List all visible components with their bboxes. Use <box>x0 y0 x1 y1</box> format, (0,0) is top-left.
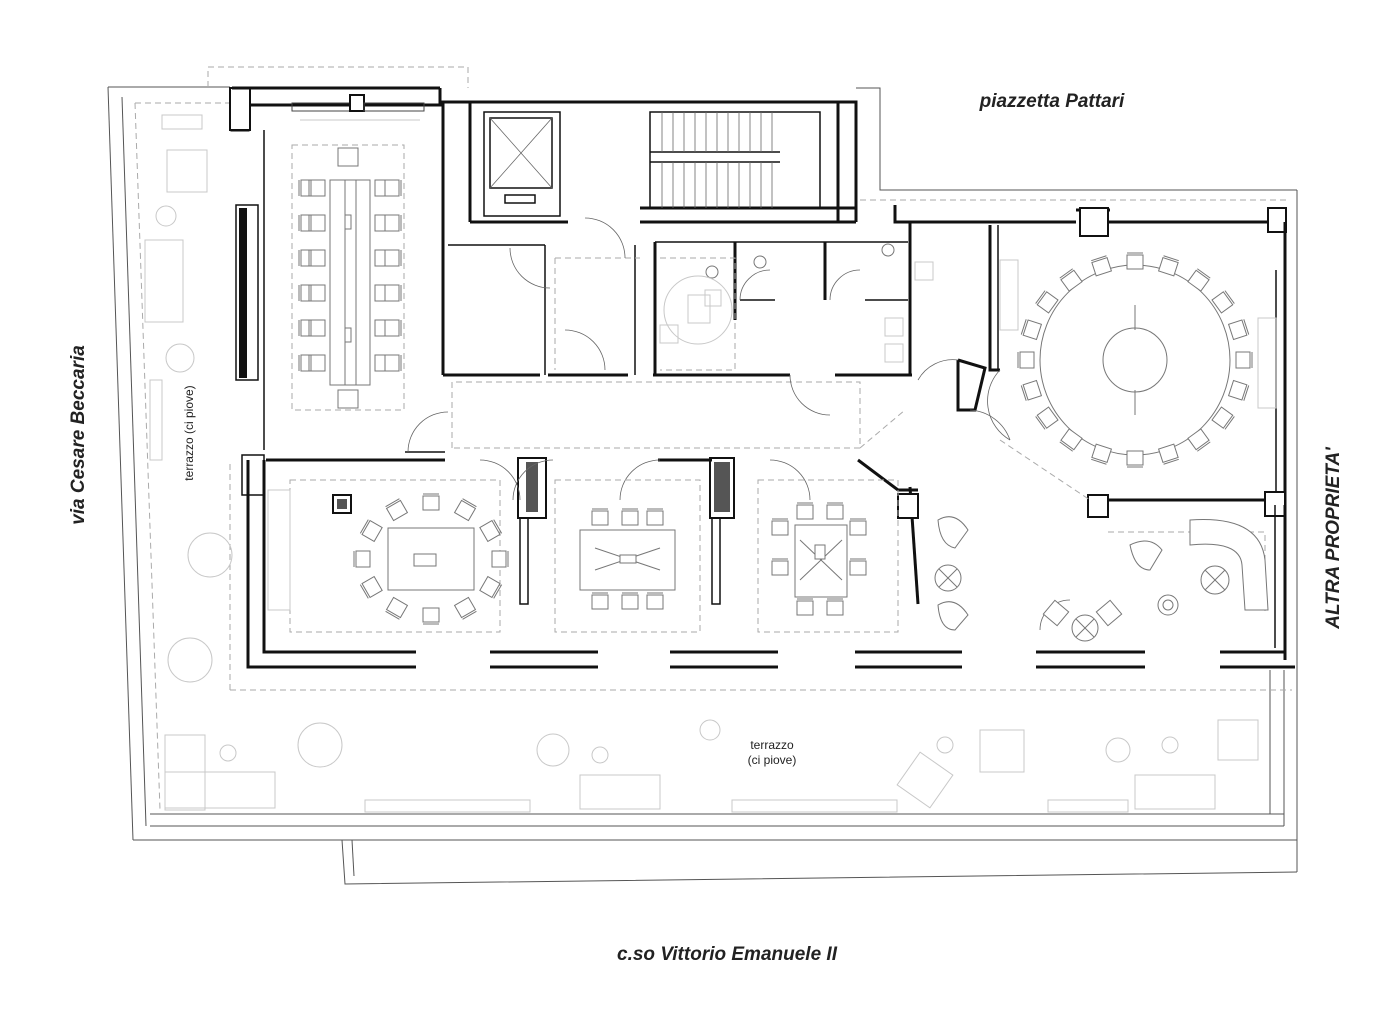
chair <box>1020 379 1043 401</box>
chair <box>771 518 789 536</box>
chair <box>591 592 609 610</box>
chair <box>1227 319 1250 341</box>
chair <box>308 179 326 197</box>
chair <box>1157 443 1179 465</box>
chair <box>796 502 814 520</box>
chair <box>384 284 402 302</box>
chair <box>1235 351 1253 369</box>
chair <box>384 179 402 197</box>
east-conference-room <box>884 259 1277 456</box>
chair <box>1059 268 1083 292</box>
chair <box>771 558 789 576</box>
chair <box>1187 428 1211 452</box>
chair <box>826 598 844 616</box>
west-terrace-furniture <box>144 114 233 683</box>
north-windows <box>291 94 425 121</box>
chair <box>826 502 844 520</box>
street-label-east: ALTRA PROPRIETA' <box>1323 446 1344 630</box>
chair <box>353 550 371 568</box>
chair <box>849 558 867 576</box>
office-3 <box>757 479 899 633</box>
chair <box>849 518 867 536</box>
chair <box>308 354 326 372</box>
office-2-chairs <box>591 508 664 610</box>
elevator <box>489 117 553 204</box>
staircase <box>649 111 821 209</box>
chair <box>491 550 509 568</box>
south-terrace-furniture <box>164 719 1259 813</box>
chair <box>308 214 326 232</box>
doors <box>407 217 1071 631</box>
chair <box>422 607 440 625</box>
chair <box>1126 252 1144 270</box>
chair <box>479 575 503 599</box>
chair <box>1035 290 1059 314</box>
chair <box>646 592 664 610</box>
chair <box>796 598 814 616</box>
terrace-label-south-line2: (ci piove) <box>748 753 797 767</box>
street-label-south: c.so Vittorio Emanuele II <box>617 944 838 965</box>
terrace-label-west: terrazzo (ci piove) <box>182 385 196 480</box>
round-table-chairs <box>353 493 509 625</box>
chair <box>1091 443 1113 465</box>
roof-overhang-lines <box>134 66 1292 811</box>
office-3-chairs <box>771 502 867 616</box>
street-label-north: piazzetta Pattari <box>979 91 1125 112</box>
west-meeting-room <box>291 144 405 411</box>
west-meeting-chairs <box>298 179 402 372</box>
chair <box>1059 428 1083 452</box>
chair <box>1157 255 1179 277</box>
chair <box>308 319 326 337</box>
east-conference-chairs <box>1017 252 1253 468</box>
chair <box>385 596 409 620</box>
chair <box>308 249 326 267</box>
chair <box>1020 319 1043 341</box>
chair <box>479 519 503 543</box>
chair <box>1211 406 1235 430</box>
chair <box>385 498 409 522</box>
chair <box>453 596 477 620</box>
street-label-west: via Cesare Beccaria <box>68 345 89 525</box>
chair <box>1035 406 1059 430</box>
chair <box>1091 255 1113 277</box>
chair <box>591 508 609 526</box>
chair <box>646 508 664 526</box>
bathrooms <box>659 243 895 345</box>
chair <box>384 214 402 232</box>
chair <box>453 498 477 522</box>
lounge <box>934 516 1269 642</box>
chair <box>384 319 402 337</box>
chair <box>1211 290 1235 314</box>
chair <box>384 354 402 372</box>
chair <box>621 508 639 526</box>
corridor-outlines <box>451 257 1091 501</box>
chair <box>1017 351 1035 369</box>
chair <box>1187 268 1211 292</box>
chair <box>384 249 402 267</box>
chair <box>621 592 639 610</box>
office-2 <box>554 479 701 633</box>
exterior-walls <box>229 86 1295 669</box>
chair <box>359 519 383 543</box>
site-outline <box>107 86 1298 885</box>
chair <box>359 575 383 599</box>
chair <box>422 493 440 511</box>
stair-steps <box>661 112 773 208</box>
chair <box>308 284 326 302</box>
chair <box>1227 379 1250 401</box>
terrace-label-south-line1: terrazzo <box>750 738 794 752</box>
chair <box>1126 450 1144 468</box>
